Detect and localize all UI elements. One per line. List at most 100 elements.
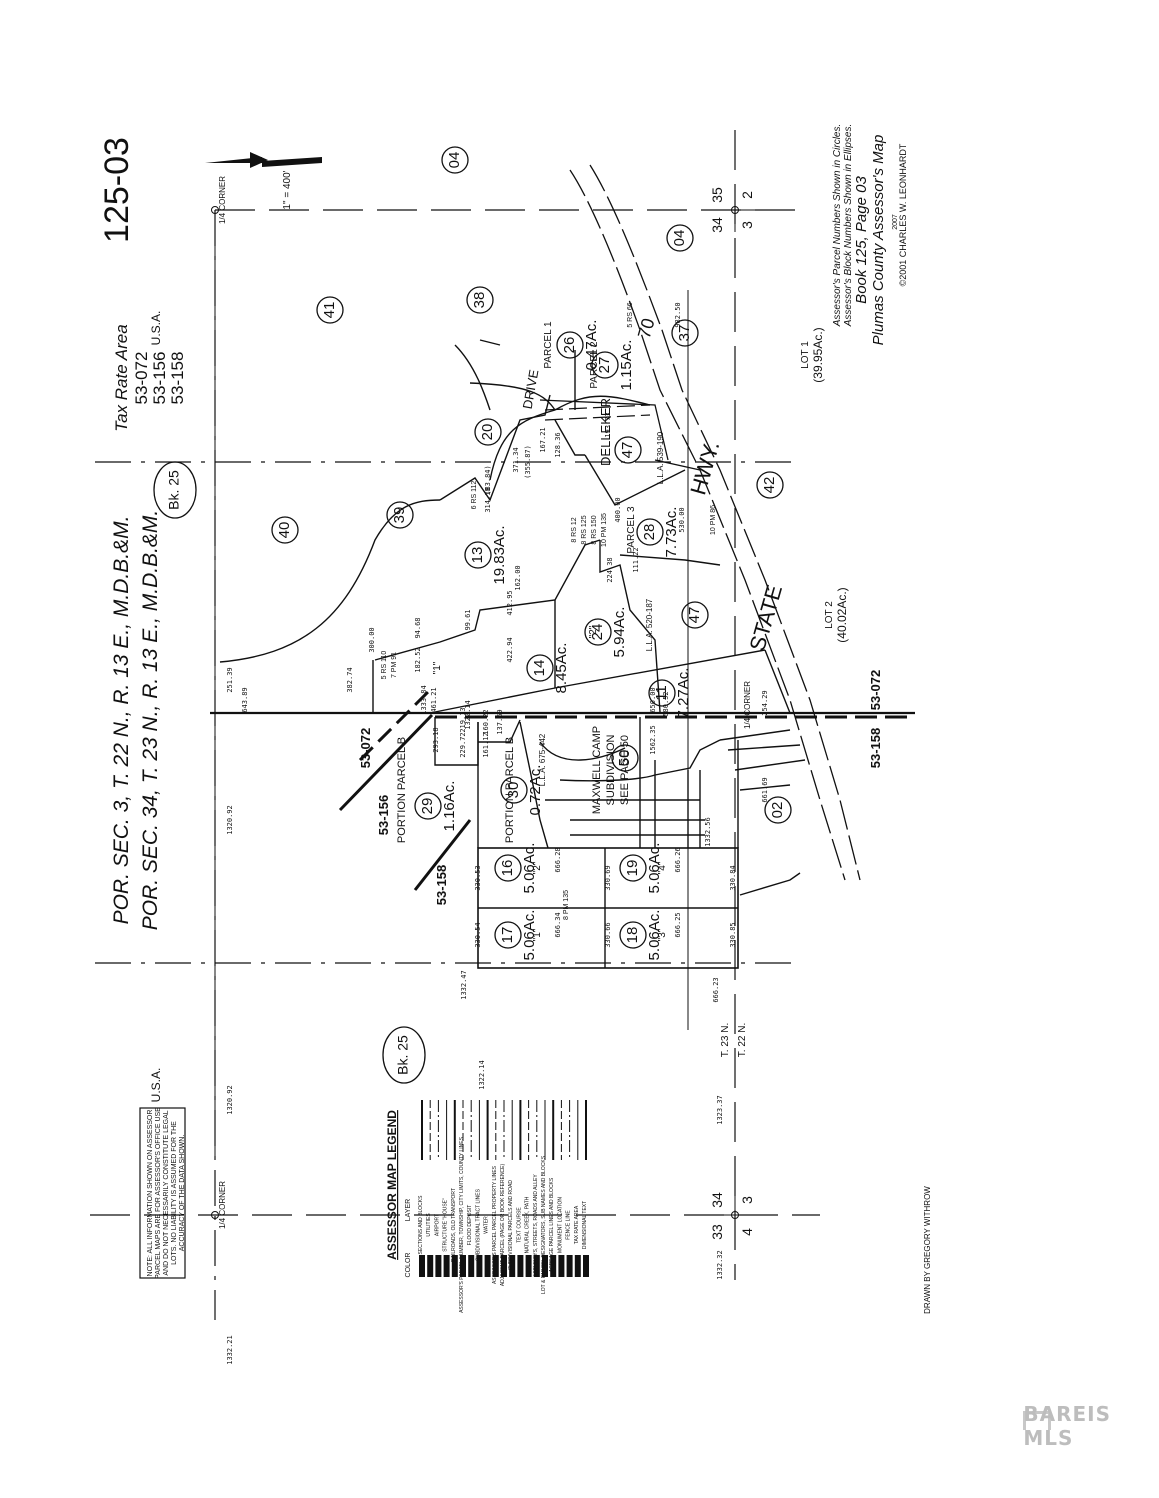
parcel-number: 37 <box>676 325 693 342</box>
parcel-circle <box>671 319 699 347</box>
legend-item-label: TAX RATE AREA <box>574 1205 580 1244</box>
parcel-acreage: 7.27Ac. <box>675 668 692 719</box>
tax-code-072-left: 53-072 <box>358 728 373 768</box>
dimension-label: 1332.32 <box>716 1250 724 1280</box>
subdivision-label: SUBDIVISION <box>605 734 617 805</box>
recorded-reference: 8 PM 135 <box>563 890 570 920</box>
dimension-label: 666.26 <box>674 847 682 872</box>
parcel-circle <box>636 518 664 546</box>
book-block-label: Bk. 25 <box>166 470 182 510</box>
note-line: LOTS. NO LIABILITY IS ASSUMED FOR THE <box>171 1121 178 1265</box>
legend-swatch <box>583 1255 589 1277</box>
dimension-label: 1332.21 <box>226 1335 234 1365</box>
parcel-circle <box>611 744 639 772</box>
camp-label: MAXWELL CAMP <box>591 726 603 814</box>
note-line: PARCEL MAPS ARE FOR ASSESSOR'S OFFICE US… <box>155 1107 162 1279</box>
corner-num: 3 <box>739 1196 755 1204</box>
tax-code-158-left: 53-158 <box>434 865 449 905</box>
legend-item-label: WATER <box>484 1216 490 1234</box>
parcel-30: 30 0.72Ac. <box>500 765 544 816</box>
parcel-number: 30 <box>505 782 522 799</box>
parcel-boundaries <box>219 339 806 969</box>
recorded-reference: 10 PM 135 <box>601 513 608 547</box>
tax-rate-usa: U.S.A. <box>149 311 163 346</box>
parcel-circle <box>756 471 784 499</box>
legend-item-label: LOT & PARCEL DESIGNATORS, SUB NAMES AND … <box>541 1155 547 1294</box>
parcel-04: 04 <box>666 224 694 252</box>
dimension-label: 371.34 <box>512 447 520 472</box>
dimension-label: 167.21 <box>539 427 547 452</box>
dimension-label: 137.69 <box>496 709 504 734</box>
tax-rate-code-2: 53-156 <box>150 352 169 405</box>
legend-swatch <box>443 1255 450 1277</box>
dimension-label: 1320.92 <box>226 805 234 835</box>
recorded-reference: 8 RS 125 <box>581 515 588 544</box>
parcel-circle <box>271 516 299 544</box>
corner-num: 33 <box>709 1224 725 1240</box>
parcel-number: 14 <box>531 660 548 677</box>
legend-swatch <box>451 1255 458 1277</box>
dimension-label: 293.18 <box>432 727 440 752</box>
legend-swatch <box>542 1255 548 1277</box>
parcel-circle <box>414 792 442 820</box>
legend-swatch <box>460 1255 466 1277</box>
lot-designator: "2" <box>588 625 599 638</box>
tax-code-158-right: 53-158 <box>868 728 883 768</box>
state-highway-70 <box>539 164 861 881</box>
dimension-label: 330.54 <box>474 922 482 947</box>
parcel-acreage: 5.06Ac. <box>646 843 663 894</box>
parcel-number: 19 <box>624 860 641 877</box>
legend-swatch <box>558 1255 565 1277</box>
parcel-37: 37 <box>671 319 699 347</box>
drawn-by: DRAWN BY GREGORY WITHROW <box>923 1186 932 1314</box>
dimension-label: 161.12 <box>482 732 490 757</box>
parcel-circle <box>474 418 502 446</box>
lot-1-label: LOT 1 <box>800 341 811 369</box>
legend-item-label: STRUCTURE "HOUSE" <box>443 1198 449 1252</box>
parcel-circle <box>619 854 647 882</box>
lla-label-3: L.L.A. 675-442 <box>538 733 547 786</box>
parcel-circle <box>619 921 647 949</box>
delleker-drive <box>544 404 651 421</box>
tax-rate-code-1: 53-072 <box>132 352 151 405</box>
title-block: Assessor's Parcel Numbers Shown in Circl… <box>832 124 932 1314</box>
parcel-number: 47 <box>619 442 636 459</box>
dimension-label: 1333.84 <box>420 685 428 715</box>
parcel-acreage: 0.72Ac. <box>527 765 544 816</box>
parcel-number: 16 <box>499 860 516 877</box>
lot-designator: "4" <box>657 861 668 874</box>
recorded-reference: 8 RS 12 <box>571 517 578 542</box>
copyright: ©2001 CHARLES W. LEONHARDT <box>898 143 908 286</box>
parcel-number: 02 <box>769 802 786 819</box>
parcel-acreage: 1.15Ac. <box>618 340 635 391</box>
dimension-labels: 1320.921320.921332.211332.321322.141322.… <box>226 302 769 1364</box>
legend-swatch <box>525 1255 532 1277</box>
legend-item-label: SUBDIVISIONAL TRACT LINES <box>475 1188 481 1261</box>
corner-num: 4 <box>739 1228 755 1236</box>
parcel-38: 38 <box>466 286 494 314</box>
mls-watermark: BAREIS MLS <box>1023 1402 1119 1458</box>
legend-item-label: AIRPORT <box>434 1214 440 1236</box>
recorded-reference: 5 RS 110 <box>381 651 388 680</box>
dimension-label: (355.87) <box>524 445 532 479</box>
quarter-corner-marker <box>211 206 219 214</box>
legend-item-label: UTILITIES <box>426 1213 432 1237</box>
legend-item-label: ADJACENT PARCEL (PAGE OR BOOK REFERENCE) <box>500 1164 506 1287</box>
dimension-label: 193.73 <box>604 412 612 437</box>
corner-num: 3 <box>739 221 755 229</box>
parcel-02: 02 <box>764 796 792 824</box>
lot-designator: "1" <box>532 928 543 941</box>
township-23: T. 23 N. <box>720 1023 731 1057</box>
parcel-circle <box>500 776 528 804</box>
parcel-circle <box>494 921 522 949</box>
dimension-label: 982.50 <box>674 302 682 327</box>
parcel-number: 42 <box>761 477 778 494</box>
book-block-ellipse: Bk. 25 <box>153 461 197 519</box>
legend-swatch <box>574 1255 581 1277</box>
dimension-label: 160.22 <box>482 709 490 734</box>
